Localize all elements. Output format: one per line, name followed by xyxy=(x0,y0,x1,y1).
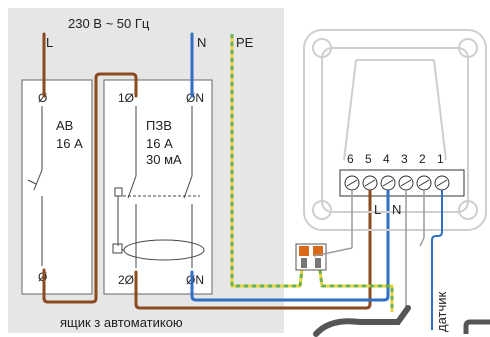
terminal-1: 1 xyxy=(437,152,444,166)
phase-wire xyxy=(42,32,372,310)
thermostat-n-label: N xyxy=(392,202,401,217)
rcd-module xyxy=(103,79,213,295)
neutral-wire xyxy=(190,32,390,302)
heating-cable-thick xyxy=(313,305,411,337)
thermostat-supply-leads xyxy=(368,190,390,200)
heating-cable xyxy=(313,190,425,310)
terminal-2: 2 xyxy=(419,152,426,166)
sensor-lead xyxy=(431,190,443,330)
rcd-terminal-n-bottom: ØN xyxy=(186,273,204,287)
earth-wire xyxy=(230,34,394,312)
breaker-top-terminal: Ø xyxy=(38,91,47,105)
rcd-sensitivity: 30 мА xyxy=(146,152,182,167)
terminal-5: 5 xyxy=(365,152,372,166)
rcd-terminal-n-top: ØN xyxy=(186,91,204,105)
wire-n-label: N xyxy=(197,35,206,50)
sensor-label: датчик xyxy=(434,291,449,332)
terminal-3: 3 xyxy=(401,152,408,166)
breaker-rating: 16 А xyxy=(56,136,83,151)
rcd-terminal-2: 2Ø xyxy=(118,273,134,287)
breaker-name: АВ xyxy=(56,118,73,133)
rcd-name: ПЗВ xyxy=(146,118,172,133)
sensor-probe xyxy=(463,319,490,334)
wire-connector xyxy=(295,243,327,271)
terminal-4: 4 xyxy=(383,152,390,166)
breaker-contact xyxy=(27,106,43,266)
rcd-terminal-1: 1Ø xyxy=(118,91,134,105)
supply-title: 230 В ~ 50 Гц xyxy=(68,16,150,31)
rcd-internals xyxy=(112,106,205,268)
breaker-module xyxy=(21,79,93,295)
terminal-6: 6 xyxy=(347,152,354,166)
box-label: ящик з автоматикою xyxy=(60,315,183,330)
terminal-screws xyxy=(344,175,450,191)
thermostat-l-label: L xyxy=(374,202,381,217)
rcd-rating: 16 А xyxy=(146,136,173,151)
wire-l-label: L xyxy=(46,35,53,50)
wire-pe-label: PE xyxy=(236,35,254,50)
thermostat-body xyxy=(303,29,487,231)
